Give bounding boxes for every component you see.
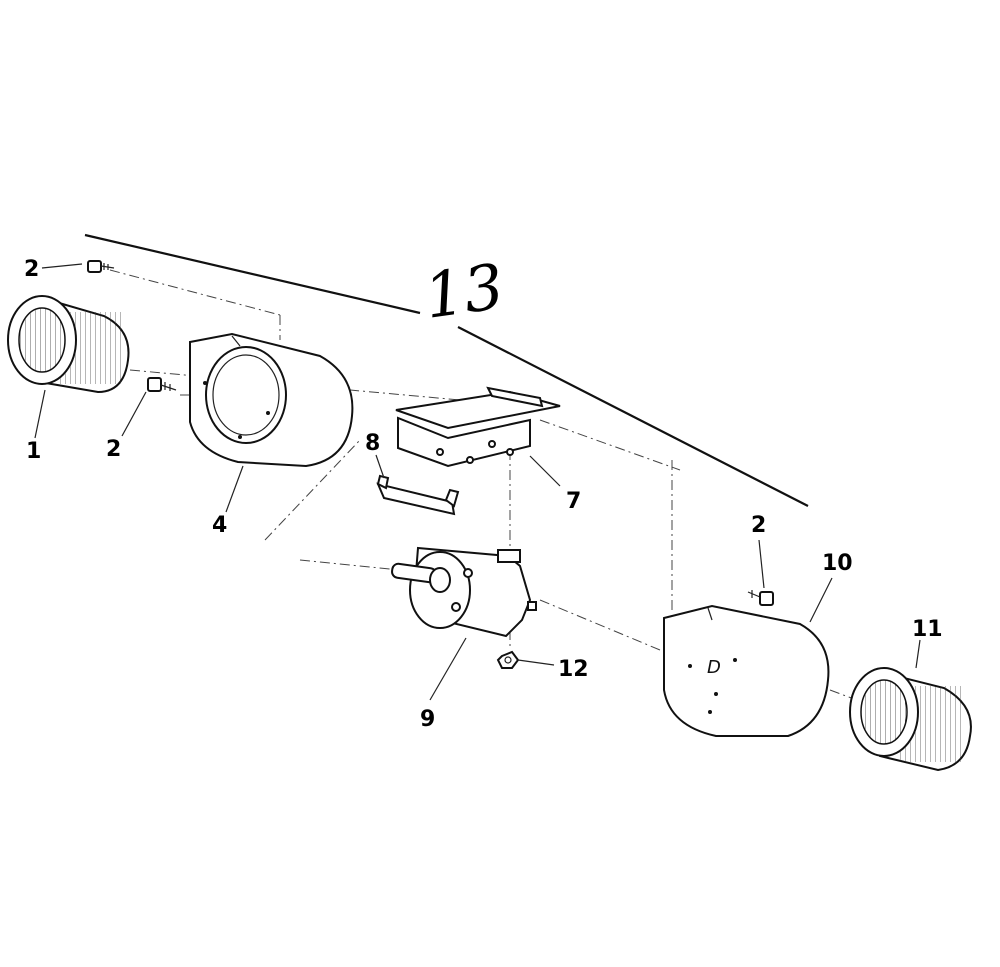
callout-housing-right: 10: [822, 551, 853, 576]
blower-housing-part-4: [189, 332, 354, 468]
callout-motor: 9: [420, 707, 435, 732]
callout-wheel-right: 11: [912, 617, 943, 642]
screw-part-2-left: [147, 377, 177, 392]
blower-wheel-part-1: [7, 295, 130, 394]
callout-numbers: 2 1 2 4 8 7 9 12 2 10 11: [24, 257, 943, 732]
callout-bracket-7: 7: [566, 489, 581, 514]
screw-part-2-right: [747, 590, 774, 606]
callout-bracket-8: 8: [365, 431, 380, 456]
assembly-number-label: 13: [420, 250, 508, 333]
callout-housing-left: 4: [212, 513, 227, 538]
housing-mark-label: D: [707, 657, 721, 678]
blower-wheel-part-11: [849, 667, 972, 772]
nut-part-12: [496, 650, 520, 669]
callout-wheel-left: 1: [26, 439, 41, 464]
bracket-part-8: [376, 474, 460, 516]
screw-part-2-top: [87, 260, 115, 273]
callout-nut: 12: [558, 657, 589, 682]
callout-screw-left: 2: [106, 437, 121, 462]
motor-part-9: [391, 546, 537, 638]
mounting-bracket-part-7: [395, 386, 561, 468]
leader-lines: [34, 263, 921, 701]
callout-screw-right: 2: [751, 513, 766, 538]
callout-screw-top: 2: [24, 257, 39, 282]
assembly-bracket-lines: [84, 233, 809, 507]
blower-housing-part-10: D: [663, 604, 830, 737]
